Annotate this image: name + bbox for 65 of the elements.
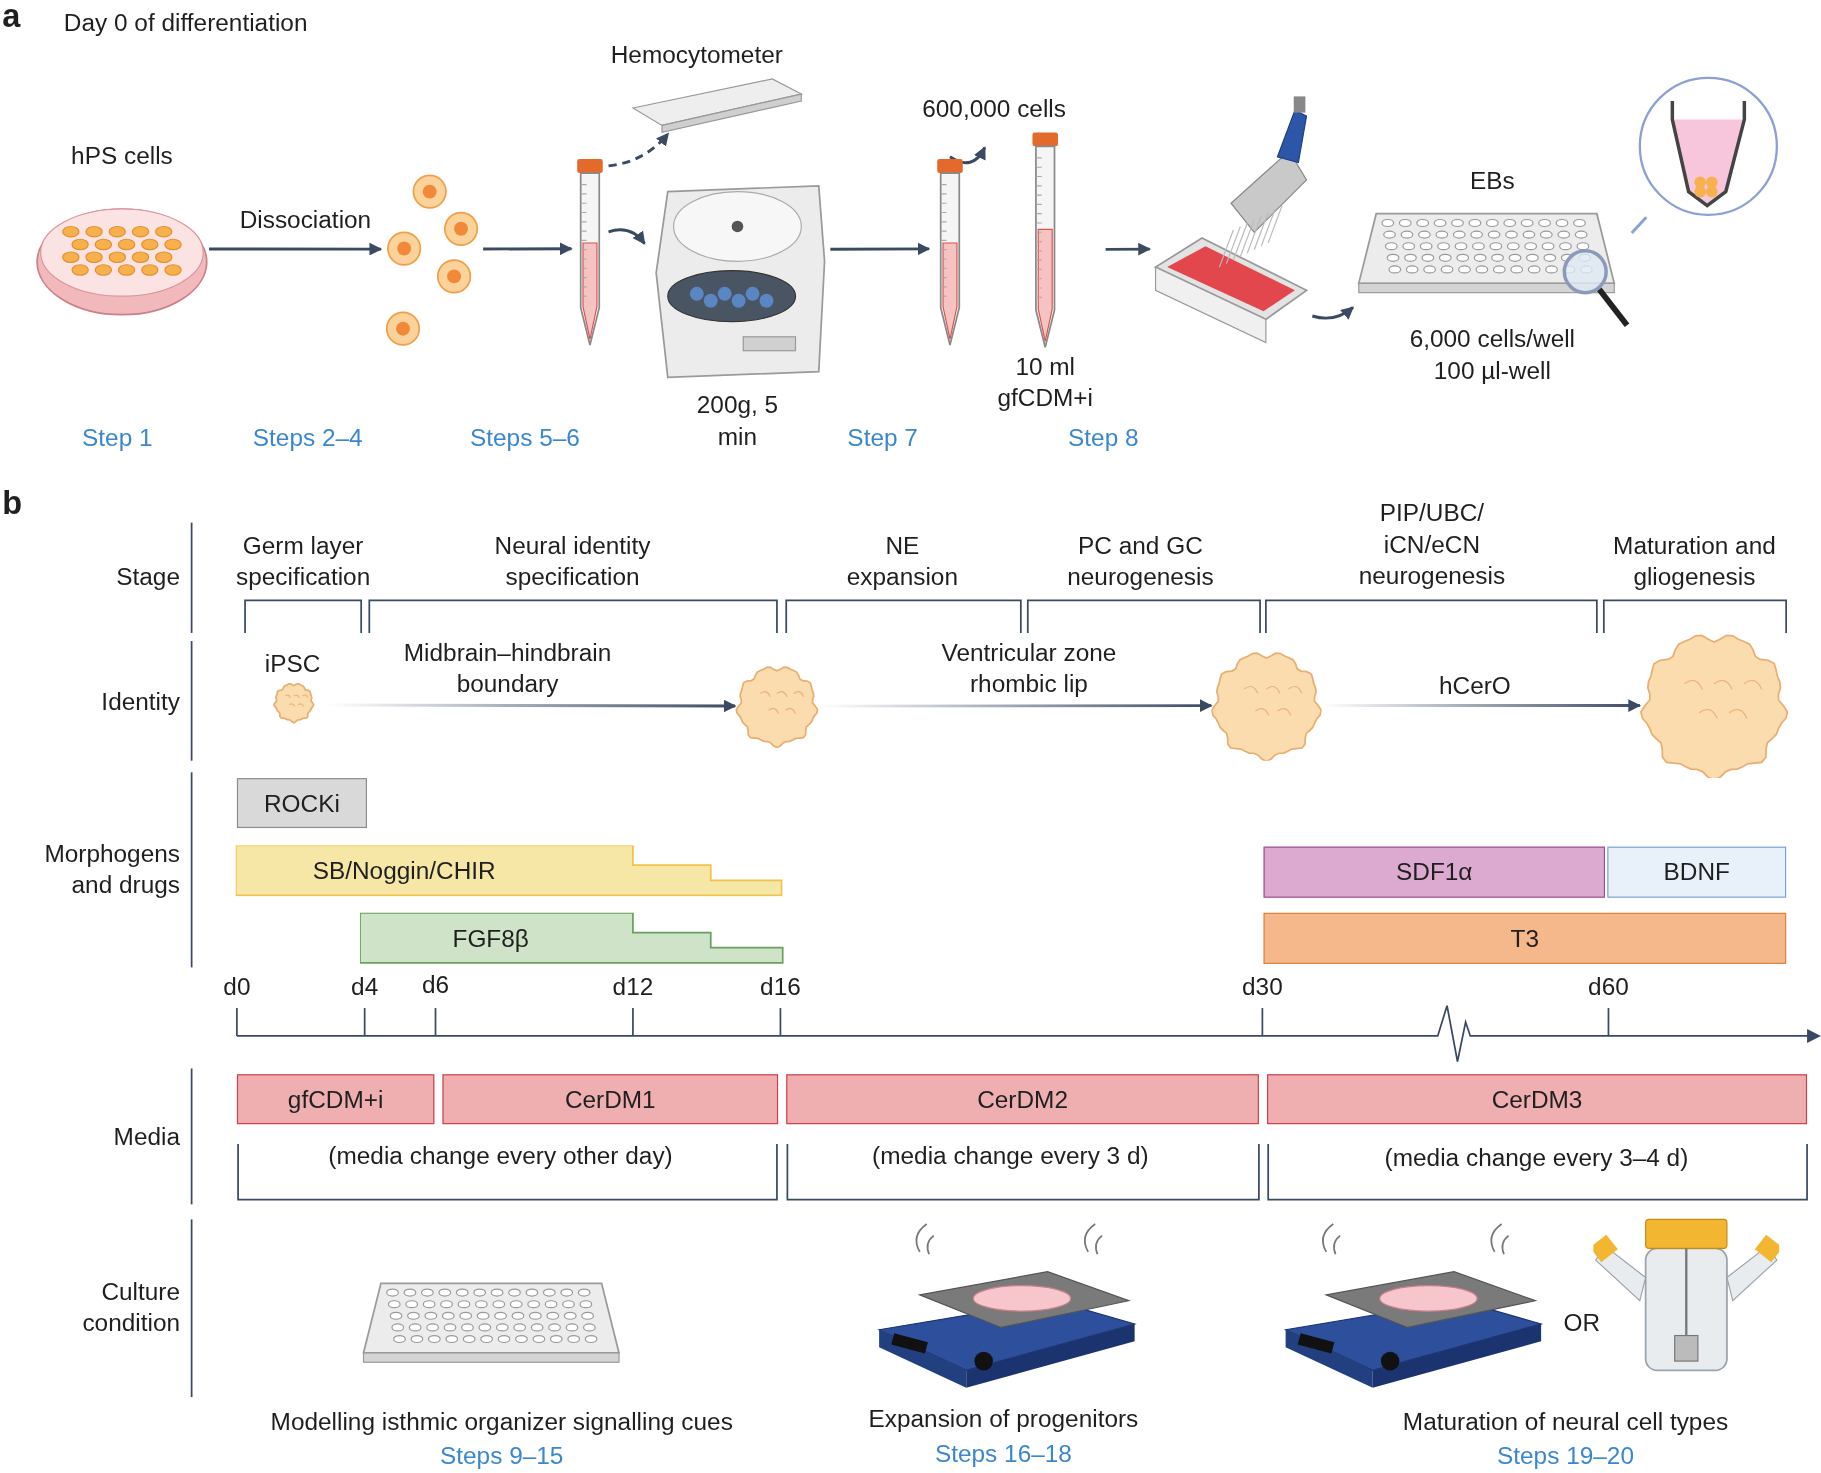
edge-label: hCerO — [1438, 671, 1512, 702]
day-label: d0 — [222, 972, 252, 1002]
stage-label: Maturation and gliogenesis — [1612, 530, 1777, 592]
edge-label: Dissociation — [238, 204, 373, 235]
arrow — [1311, 306, 1354, 320]
node-label: iPSC — [263, 649, 322, 680]
bar-label: SB/Noggin/CHIR — [311, 856, 497, 886]
panel-letter: a — [2, 0, 21, 32]
node-label: Hemocytometer — [609, 39, 784, 70]
media-bar: CerDM2 — [786, 1074, 1259, 1125]
node-label: EBs — [1468, 166, 1516, 196]
row-header: Morphogens and drugs — [43, 838, 180, 900]
step-label: Step 1 — [81, 422, 154, 453]
day-label: d4 — [350, 972, 380, 1002]
arrow — [608, 228, 646, 245]
media-note: (media change every other day) — [327, 1140, 674, 1171]
edge-label: 600,000 cells — [921, 94, 1067, 124]
morphogen-bar: ROCKi — [236, 778, 367, 829]
step-label: Step 8 — [1067, 422, 1140, 453]
step-label: Steps 19–20 — [1496, 1441, 1635, 1472]
bar-label: FGF8β — [451, 923, 530, 954]
stage-label: NE expansion — [845, 530, 959, 592]
row-header: Culture condition — [81, 1276, 180, 1338]
edge-label: Ventricular zone rhombic lip — [940, 637, 1118, 699]
morphogen-bar: T3 — [1263, 912, 1787, 964]
stage-label: Germ layer specification — [235, 530, 372, 592]
arrow — [483, 242, 573, 256]
edge-label: Midbrain–hindbrain boundary — [402, 637, 613, 699]
caption: Modelling isthmic organizer signalling cues — [269, 1406, 734, 1437]
node-caption: 200g, 5 min — [695, 390, 780, 452]
morphogen-bar: BDNF — [1607, 846, 1787, 898]
node-caption: 6,000 cells/well 100 µl-well — [1408, 324, 1577, 386]
arrow — [949, 146, 987, 165]
or-text: OR — [1562, 1307, 1602, 1338]
morphogen-bar: SDF1α — [1263, 846, 1605, 898]
caption: Maturation of neural cell types — [1401, 1406, 1730, 1437]
day-label: d60 — [1587, 972, 1630, 1002]
day-label: d6 — [420, 969, 451, 1000]
day-label: d12 — [611, 972, 655, 1002]
panel-letter: b — [2, 487, 23, 520]
caption: Expansion of progenitors — [867, 1404, 1140, 1434]
stage-label: PC and GC neurogenesis — [1066, 530, 1215, 592]
node-label: hPS cells — [70, 140, 174, 171]
step-label: Step 7 — [846, 422, 919, 453]
step-label: Steps 16–18 — [933, 1439, 1073, 1469]
row-header: Identity — [100, 686, 180, 717]
arrow — [1105, 242, 1151, 256]
panel-heading: Day 0 of differentiation — [63, 8, 309, 38]
stage-label: Neural identity specification — [493, 530, 652, 592]
stage-label: PIP/UBC/ iCN/eCN neurogenesis — [1357, 498, 1507, 591]
media-note: (media change every 3–4 d) — [1383, 1142, 1690, 1173]
step-label: Steps 5–6 — [469, 422, 581, 453]
media-bar: gfCDM+i — [236, 1074, 435, 1125]
media-bar: CerDM3 — [1267, 1074, 1808, 1125]
step-label: Steps 2–4 — [251, 422, 364, 453]
row-header: Stage — [115, 562, 180, 592]
day-label: d16 — [759, 972, 802, 1002]
media-note: (media change every 3 d) — [871, 1140, 1150, 1171]
node-caption: 10 ml gfCDM+i — [996, 352, 1094, 414]
arrow — [209, 242, 383, 256]
row-header: Media — [112, 1122, 180, 1152]
day-label: d30 — [1241, 972, 1284, 1002]
media-bar: CerDM1 — [442, 1074, 779, 1125]
step-label: Steps 9–15 — [439, 1441, 565, 1472]
arrow — [830, 242, 931, 256]
